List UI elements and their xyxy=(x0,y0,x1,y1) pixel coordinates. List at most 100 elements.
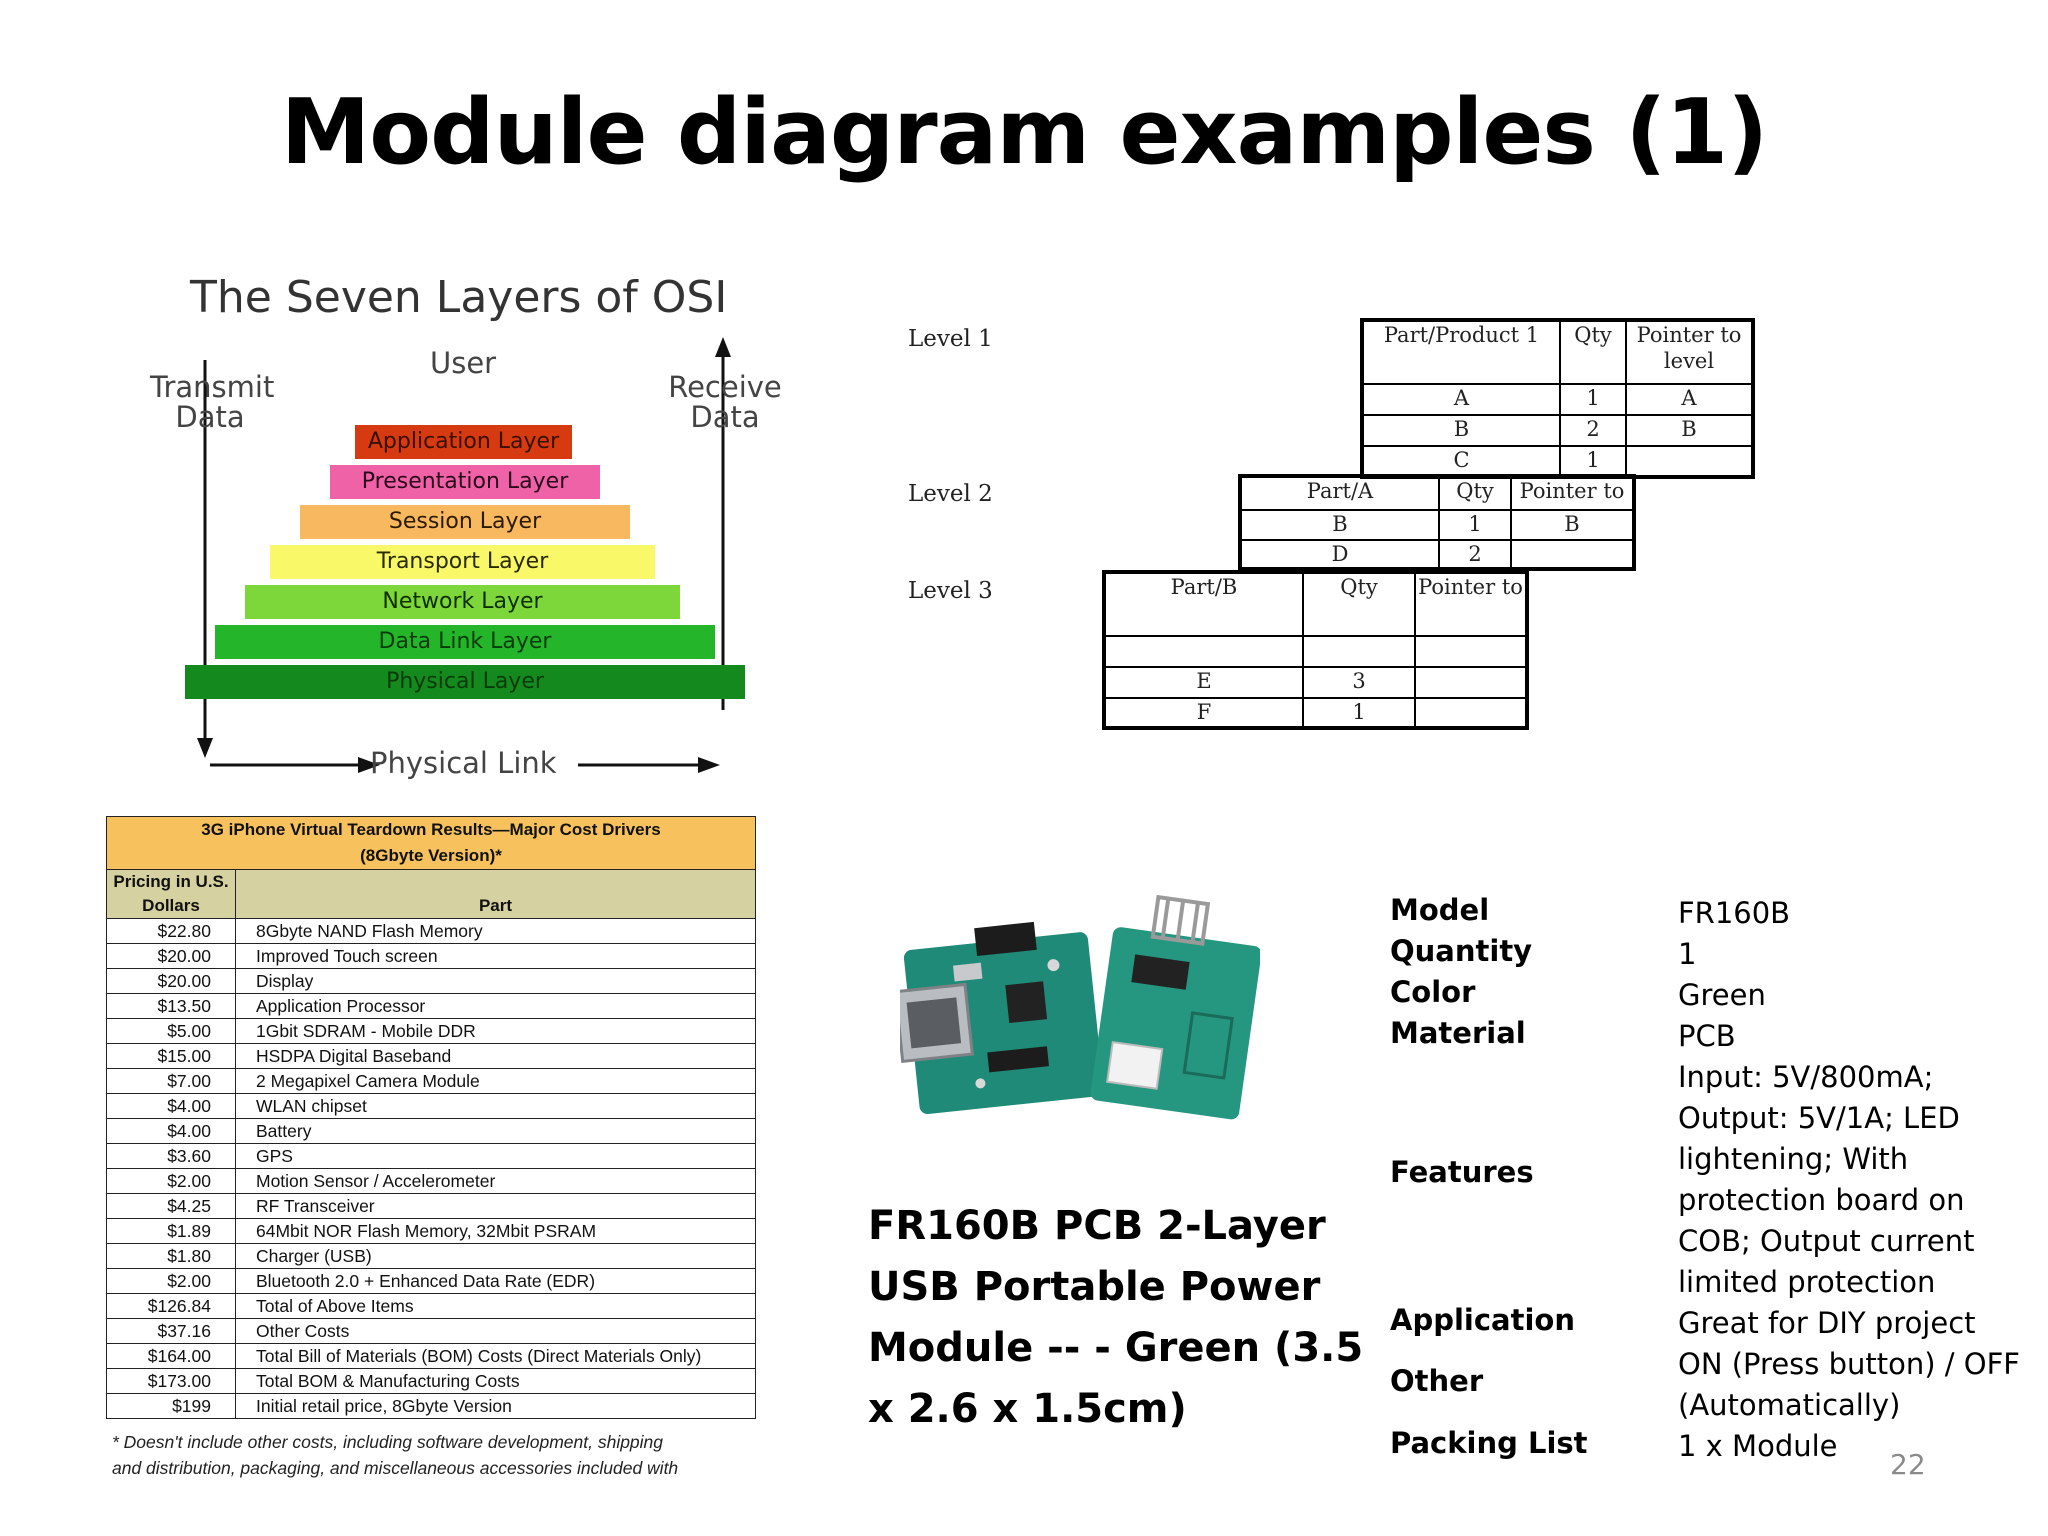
teardown-price-cell: $5.00 xyxy=(106,1018,236,1044)
bom-l1-header-pointer: Pointer to level xyxy=(1625,319,1754,385)
bom-cell: 1 xyxy=(1559,383,1627,416)
bom-cell: D xyxy=(1239,539,1440,570)
spec-label: Quantity xyxy=(1390,934,1533,968)
teardown-price-cell: $2.00 xyxy=(106,1168,236,1194)
bom-cell: 1 xyxy=(1559,445,1627,478)
teardown-price-cell: $4.00 xyxy=(106,1118,236,1144)
teardown-table: 3G iPhone Virtual Teardown Results—Major… xyxy=(106,816,756,1419)
osi-physical-link-label: Physical Link xyxy=(370,746,557,780)
bom-level1-label: Level 1 xyxy=(908,326,993,352)
bom-l3-header-part: Part/B xyxy=(1103,571,1304,637)
bom-cell: E xyxy=(1103,666,1304,699)
teardown-part-cell: 64Mbit NOR Flash Memory, 32Mbit PSRAM xyxy=(235,1218,756,1244)
teardown-col-price: Pricing in U.S. Dollars xyxy=(106,869,236,919)
teardown-price-cell: $7.00 xyxy=(106,1068,236,1094)
product-caption-line: Module -- - Green (3.5 xyxy=(868,1325,1364,1371)
pcb-module-image xyxy=(900,894,1260,1120)
teardown-footnote-line1: * Doesn't include other costs, including… xyxy=(112,1432,664,1452)
spec-value: ON (Press button) / OFF (Automatically) xyxy=(1678,1347,2020,1422)
teardown-price-cell: $1.89 xyxy=(106,1218,236,1244)
teardown-part-cell: Display xyxy=(235,968,756,994)
bom-l1-header-qty: Qty xyxy=(1559,319,1627,385)
teardown-price-cell: $15.00 xyxy=(106,1043,236,1069)
bom-cell: B xyxy=(1361,414,1561,447)
osi-receive-label: Receive Data xyxy=(668,370,782,435)
teardown-price-cell: $37.16 xyxy=(106,1318,236,1344)
teardown-price-cell: $2.00 xyxy=(106,1268,236,1294)
teardown-part-cell: Improved Touch screen xyxy=(235,943,756,969)
teardown-part-cell: 1Gbit SDRAM - Mobile DDR xyxy=(235,1018,756,1044)
bom-cell xyxy=(1302,635,1416,668)
bom-level3-label: Level 3 xyxy=(908,578,993,604)
teardown-part-cell: Initial retail price, 8Gbyte Version xyxy=(235,1393,756,1419)
osi-layer-physical: Physical Layer xyxy=(185,665,745,699)
spec-label: Other xyxy=(1390,1364,1484,1398)
teardown-part-cell: Total BOM & Manufacturing Costs xyxy=(235,1368,756,1394)
teardown-footnote-line2: and distribution, packaging, and miscell… xyxy=(112,1458,679,1478)
teardown-header: 3G iPhone Virtual Teardown Results—Major… xyxy=(106,816,756,870)
osi-transmit-label: Transmit Data xyxy=(150,370,275,435)
spec-value: Input: 5V/800mA; Output: 5V/1A; LED ligh… xyxy=(1678,1060,1975,1299)
teardown-subtitle: (8Gbyte Version)* xyxy=(360,846,502,865)
teardown-col-part: Part xyxy=(235,869,756,919)
page-number: 22 xyxy=(1890,1448,1926,1481)
teardown-part-cell: Total of Above Items xyxy=(235,1293,756,1319)
spec-value: Green xyxy=(1678,978,1766,1012)
bom-cell: 2 xyxy=(1559,414,1627,447)
product-caption-line: x 2.6 x 1.5cm) xyxy=(868,1386,1187,1432)
teardown-footnote: * Doesn't include other costs, including… xyxy=(106,1429,756,1481)
bom-cell: B xyxy=(1239,509,1440,541)
teardown-price-cell: $22.80 xyxy=(106,918,236,944)
teardown-part-cell: HSDPA Digital Baseband xyxy=(235,1043,756,1069)
spec-label: Features xyxy=(1390,1155,1534,1189)
teardown-price-cell: $20.00 xyxy=(106,968,236,994)
slide-title: Module diagram examples (1) xyxy=(280,80,1768,185)
bom-cell xyxy=(1414,666,1528,699)
teardown-part-cell: Charger (USB) xyxy=(235,1243,756,1269)
teardown-price-cell: $4.25 xyxy=(106,1193,236,1219)
osi-diagram: The Seven Layers of OSI User Transmit Da… xyxy=(130,260,790,800)
teardown-part-cell: 8Gbyte NAND Flash Memory xyxy=(235,918,756,944)
teardown-table-block: 3G iPhone Virtual Teardown Results—Major… xyxy=(106,816,756,1481)
bom-cell: F xyxy=(1103,697,1304,729)
teardown-part-cell: GPS xyxy=(235,1143,756,1169)
bom-cell xyxy=(1414,697,1528,729)
product-caption-line: FR160B PCB 2-Layer xyxy=(868,1203,1326,1249)
bom-l3-header-qty: Qty xyxy=(1302,571,1416,637)
teardown-part-cell: 2 Megapixel Camera Module xyxy=(235,1068,756,1094)
teardown-part-cell: WLAN chipset xyxy=(235,1093,756,1119)
spec-label: Color xyxy=(1390,975,1476,1009)
spec-value: PCB xyxy=(1678,1019,1736,1053)
bom-cell: 1 xyxy=(1302,697,1416,729)
teardown-part-cell: Motion Sensor / Accelerometer xyxy=(235,1168,756,1194)
teardown-price-cell: $126.84 xyxy=(106,1293,236,1319)
bom-l1-header-part: Part/Product 1 xyxy=(1361,319,1561,385)
teardown-part-cell: Total Bill of Materials (BOM) Costs (Dir… xyxy=(235,1343,756,1369)
osi-layer-application: Application Layer xyxy=(355,425,572,459)
teardown-part-cell: Application Processor xyxy=(235,993,756,1019)
spec-label: Material xyxy=(1390,1016,1526,1050)
bom-cell: B xyxy=(1625,414,1754,447)
osi-layer-network: Network Layer xyxy=(245,585,680,619)
teardown-price-cell: $1.80 xyxy=(106,1243,236,1269)
bom-l2-header-qty: Qty xyxy=(1438,475,1512,511)
teardown-title: 3G iPhone Virtual Teardown Results—Major… xyxy=(201,820,661,839)
